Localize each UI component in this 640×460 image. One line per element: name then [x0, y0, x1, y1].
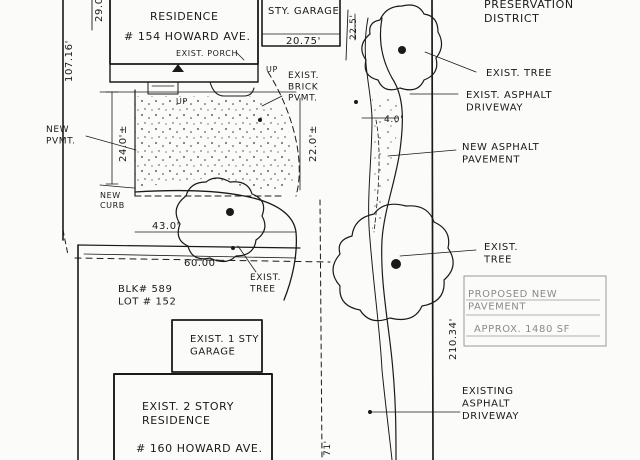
label-exist-tree-2: EXIST.TREE [249, 273, 281, 294]
label-dim-22-5: 22.5' [349, 14, 359, 40]
label-dim-side-29: 29.0' [94, 0, 105, 22]
garage-top-footprint [261, 0, 341, 47]
lot-lines [62, 0, 434, 460]
label-dim-22-0: 22.0'± [308, 125, 319, 162]
leader-lines [85, 51, 477, 414]
text-line: DRIVEWAY [462, 411, 519, 422]
label-address-top: # 154 HOWARD AVE. [124, 30, 251, 43]
text-line: EXISTING [462, 386, 514, 397]
label-dim-garage-width: 20.75' [286, 36, 321, 47]
new-pavement-area [135, 96, 296, 190]
proposed-pavement-callout-box [463, 275, 607, 347]
text-line: BRICK [288, 82, 319, 92]
label-exist-tree-3: EXIST. TREE [483, 242, 518, 266]
text-line: PVMT. [288, 94, 318, 104]
new-asphalt-strip [372, 96, 398, 232]
text-line: DISTRICT [484, 12, 540, 25]
label-dim-43-0: 43.0' [152, 221, 180, 232]
label-exist-brick-pvmt: EXIST.BRICK PVMT. [288, 71, 319, 104]
text-line: NEW ASPHALT [462, 142, 540, 153]
label-dim-24-0: 24.0'± [118, 125, 129, 162]
text-line: PRESERVATION [484, 0, 574, 11]
label-dim-60-00: 60.00' [184, 258, 219, 269]
label-exist-porch: EXIST. PORCH [176, 49, 238, 58]
label-new-asphalt-pavement: NEW ASPHALT PAVEMENT [462, 142, 540, 166]
label-address-bottom: # 160 HOWARD AVE. [136, 442, 263, 455]
label-exist-tree-1: EXIST. TREE [486, 68, 552, 79]
text-line: PVMT. [46, 136, 76, 146]
residence-160-footprint [113, 373, 273, 460]
tree-top-right [361, 4, 443, 91]
dimension-lines [83, 13, 399, 259]
label-exist-asphalt-driveway: EXIST. ASPHALT DRIVEWAY [466, 90, 552, 114]
text-line: EXIST. [484, 242, 518, 253]
label-up-porch: UP [266, 65, 278, 74]
residence-154-footprint [109, 0, 259, 83]
text-line: NEW [100, 191, 121, 200]
text-line: EXIST. [288, 71, 319, 81]
label-dim-bottom-fragment: 71' [323, 440, 333, 456]
text-line: EXIST. [250, 273, 281, 283]
label-residence-top: RESIDENCE [150, 10, 219, 23]
text-line: GARAGE [190, 347, 235, 358]
label-dim-4-0: 4.0' [384, 115, 403, 125]
text-line: EXIST. ASPHALT [466, 90, 552, 101]
driveway-lines [364, 17, 403, 460]
text-line: DRIVEWAY [466, 103, 523, 114]
label-proposed-new-pavement: PROPOSED NEW PAVEMENT [468, 289, 557, 313]
tree-lawn [175, 177, 266, 263]
label-garage-bottom: EXIST. 1 STY GARAGE [190, 334, 259, 358]
text-line: PAVEMENT [462, 155, 520, 166]
label-garage-top: STY. GARAGE [268, 6, 339, 17]
text-line: RESIDENCE [142, 414, 211, 427]
text-line: EXIST. 2 STORY [142, 400, 234, 413]
text-line: TREE [249, 284, 276, 294]
text-line: NEW [46, 125, 69, 135]
text-line: ASPHALT [462, 399, 510, 410]
label-dim-lot-depth: 107.16' [64, 40, 75, 82]
text-line: BLK# 589 [118, 284, 172, 295]
text-line: CURB [100, 201, 125, 210]
text-line: PAVEMENT [468, 302, 526, 313]
text-line: EXIST. 1 STY [190, 334, 259, 345]
label-up-step: UP [176, 97, 188, 106]
label-approx-area: APPROX. 1480 SF [474, 324, 570, 335]
porch-steps [147, 81, 255, 97]
garage-bottom-footprint [171, 319, 263, 373]
label-dim-210-34: 210.34' [448, 318, 459, 360]
text-line: LOT # 152 [118, 297, 176, 308]
text-line: TREE [483, 255, 512, 266]
pavement-edges [99, 71, 300, 301]
text-line: PROPOSED NEW [468, 289, 557, 300]
tree-driveway-large [332, 203, 454, 322]
